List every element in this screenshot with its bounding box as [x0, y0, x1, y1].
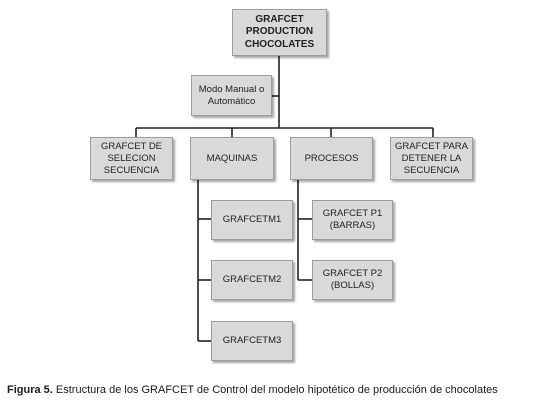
node-procesos: PROCESOS [290, 137, 373, 180]
figure-caption-text: Estructura de los GRAFCET de Control del… [52, 384, 498, 396]
node-grafcet-detener: GRAFCET PARA DETENER LA SECUENCIA [390, 137, 473, 180]
node-grafcet-p2: GRAFCET P2 (BOLLAS) [312, 260, 393, 300]
node-grafcet-production: GRAFCET PRODUCTION CHOCOLATES [232, 9, 327, 56]
node-grafcet-p1: GRAFCET P1 (BARRAS) [312, 200, 393, 240]
node-grafcet-seleccion: GRAFCET DE SELECION SECUENCIA [90, 137, 173, 180]
node-maquinas: MAQUINAS [190, 137, 274, 180]
node-modo-manual-automatico: Modo Manual o Automático [191, 75, 272, 116]
figure-caption-label: Figura 5. [7, 384, 53, 396]
figure-caption: Figura 5. Estructura de los GRAFCET de C… [7, 384, 498, 396]
node-grafcet-m1: GRAFCETM1 [211, 200, 293, 240]
node-grafcet-m3: GRAFCETM3 [211, 321, 293, 361]
node-grafcet-m2: GRAFCETM2 [211, 260, 293, 300]
